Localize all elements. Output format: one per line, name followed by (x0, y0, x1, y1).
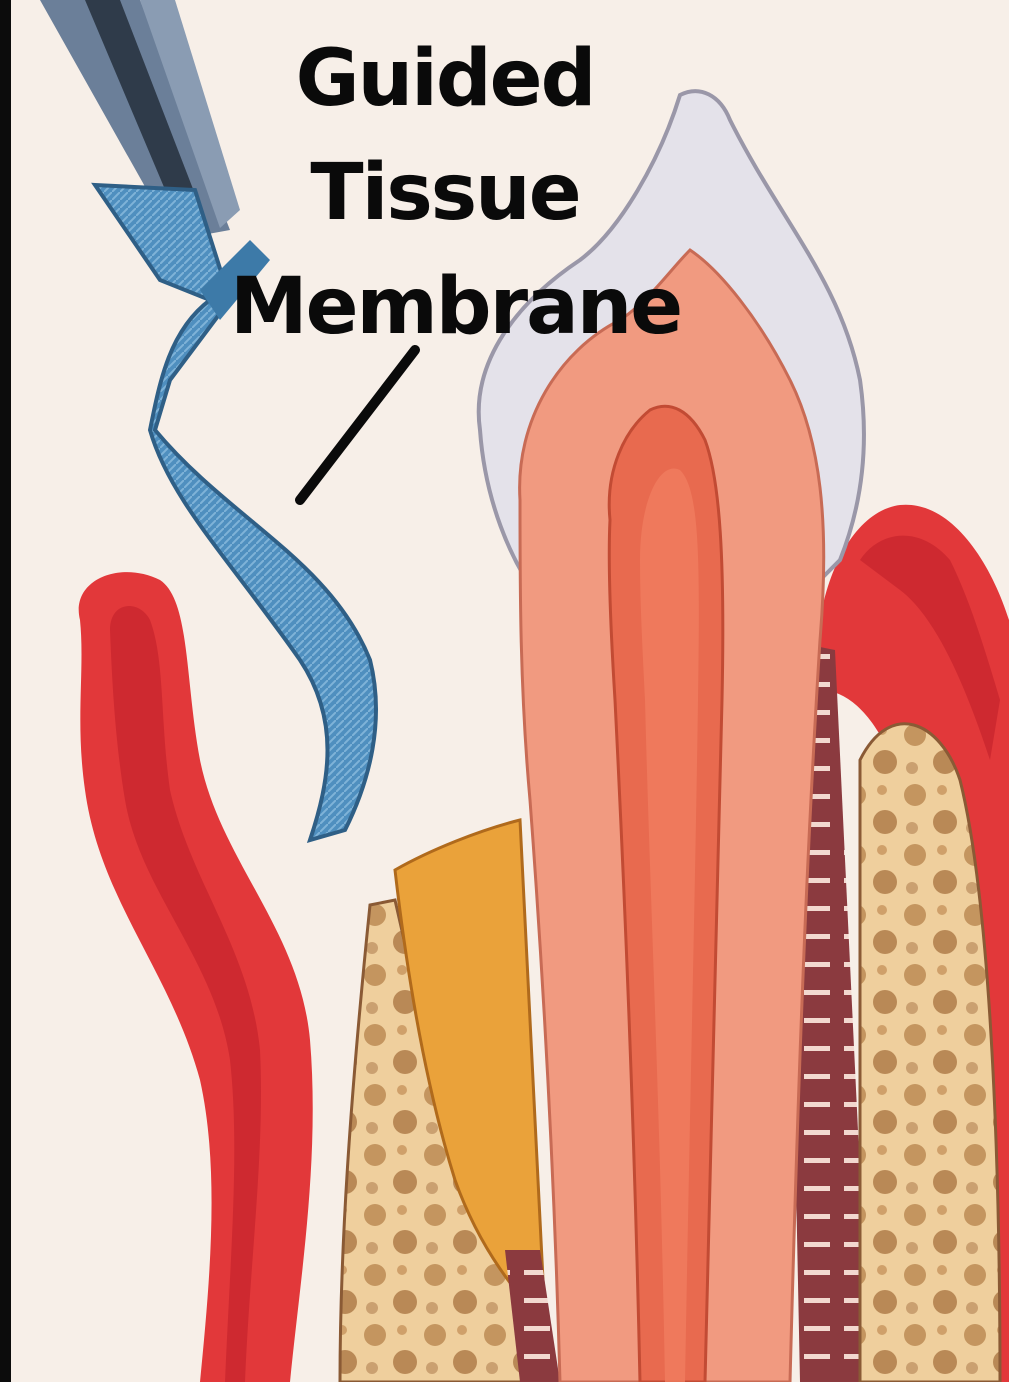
leader-line (300, 350, 415, 500)
left-gum-icon (79, 572, 313, 1382)
label-line-3: Membrane (230, 250, 660, 364)
membrane-label: Guided Tissue Membrane (230, 22, 660, 364)
label-line-1: Guided (230, 22, 660, 136)
label-line-2: Tissue (230, 136, 660, 250)
